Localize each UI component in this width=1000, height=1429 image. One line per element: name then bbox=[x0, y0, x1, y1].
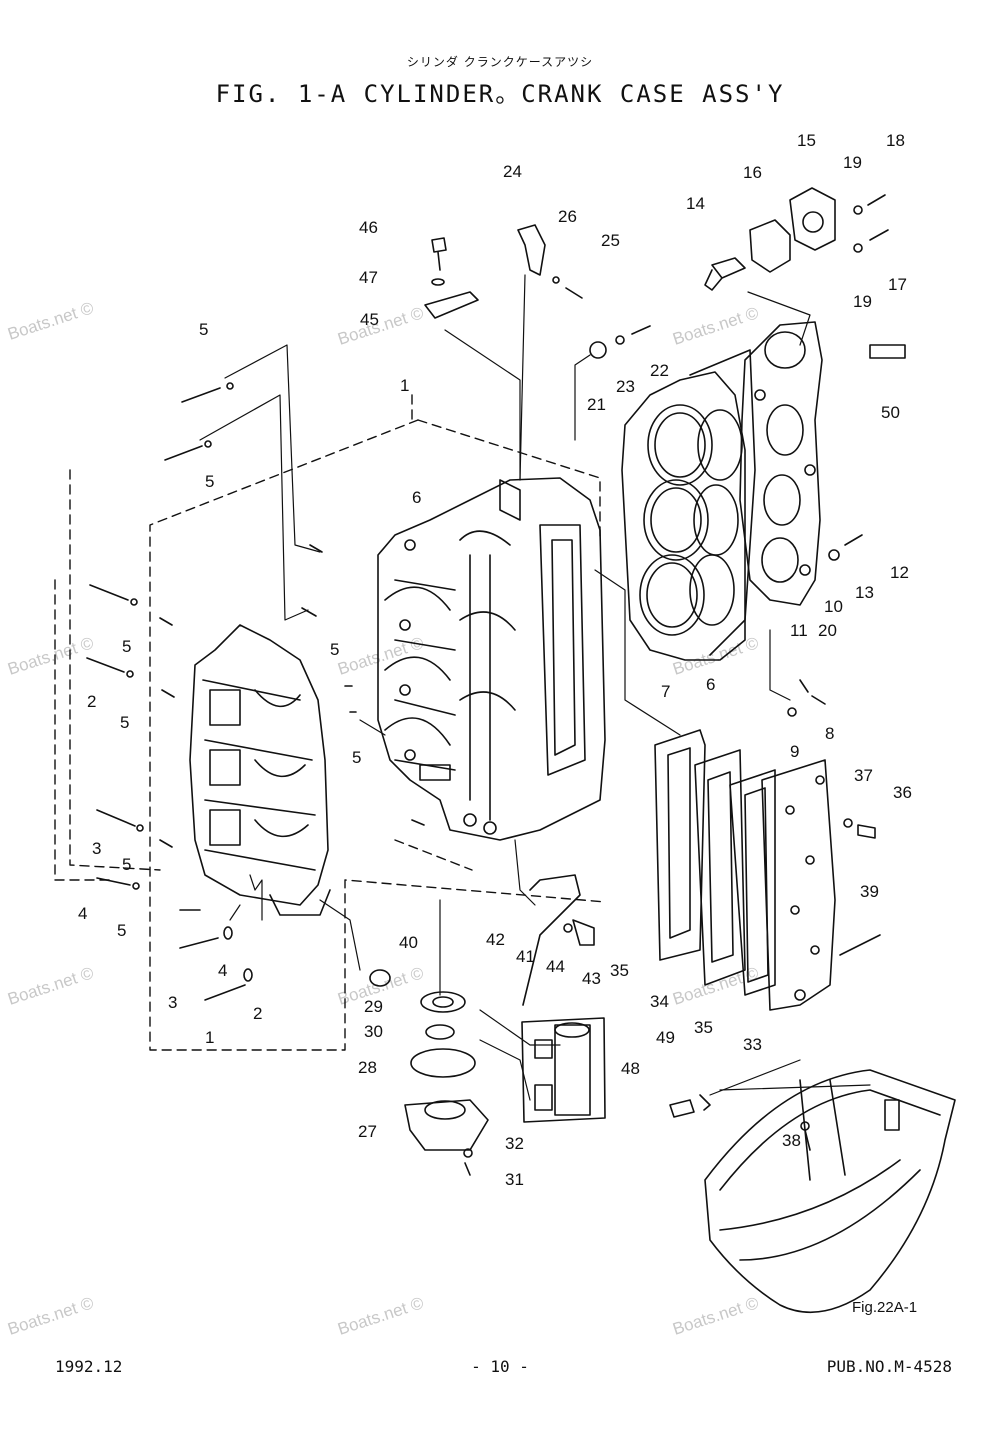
callout-38: 38 bbox=[782, 1131, 801, 1150]
callout-50: 50 bbox=[881, 403, 900, 422]
callout-30: 30 bbox=[364, 1022, 383, 1041]
subtitle-japanese: シリンダ クランクケースアツシ bbox=[406, 55, 594, 69]
callout-2: 2 bbox=[87, 692, 96, 711]
callout-45: 45 bbox=[360, 310, 379, 329]
callout-1: 1 bbox=[205, 1028, 214, 1047]
callout-8: 8 bbox=[825, 724, 834, 743]
cylinder-block bbox=[377, 477, 606, 841]
callout-3: 3 bbox=[168, 993, 177, 1012]
cylinder-head bbox=[739, 321, 823, 606]
callout-16: 16 bbox=[743, 163, 762, 182]
callout-46: 46 bbox=[359, 218, 378, 237]
callout-21: 21 bbox=[587, 395, 606, 414]
callout-33: 33 bbox=[743, 1035, 762, 1054]
leader-lines bbox=[199, 274, 871, 1101]
lower-cowling bbox=[704, 1069, 956, 1314]
callout-14: 14 bbox=[686, 194, 705, 213]
callout-28: 28 bbox=[358, 1058, 377, 1077]
crankcase-half bbox=[189, 624, 331, 916]
callout-49: 49 bbox=[656, 1028, 675, 1047]
callout-22: 22 bbox=[650, 361, 669, 380]
callout-23: 23 bbox=[616, 377, 635, 396]
callout-29: 29 bbox=[364, 997, 383, 1016]
figure-title: FIG. 1-A CYLINDER。CRANK CASE ASS'Y bbox=[215, 80, 785, 108]
callout-5: 5 bbox=[205, 472, 214, 491]
callout-18: 18 bbox=[886, 131, 905, 150]
callout-5: 5 bbox=[120, 713, 129, 732]
watermark: Boats.net © bbox=[335, 633, 426, 679]
callout-5: 5 bbox=[122, 637, 131, 656]
watermark: Boats.net © bbox=[5, 963, 96, 1009]
callout-6: 6 bbox=[706, 675, 715, 694]
callout-31: 31 bbox=[505, 1170, 524, 1189]
callout-48: 48 bbox=[621, 1059, 640, 1078]
fasteners bbox=[159, 224, 906, 1151]
callout-15: 15 bbox=[797, 131, 816, 150]
footer-date: 1992.12 bbox=[55, 1357, 123, 1376]
callout-5: 5 bbox=[199, 320, 208, 339]
callout-5: 5 bbox=[352, 748, 361, 767]
callout-12: 12 bbox=[890, 563, 909, 582]
callout-36: 36 bbox=[893, 783, 912, 802]
callout-5: 5 bbox=[330, 640, 339, 659]
callout-42: 42 bbox=[486, 930, 505, 949]
callout-39: 39 bbox=[860, 882, 879, 901]
callout-26: 26 bbox=[558, 207, 577, 226]
callout-19: 19 bbox=[853, 292, 872, 311]
watermark: Boats.net © bbox=[335, 303, 426, 349]
callout-19: 19 bbox=[843, 153, 862, 172]
callout-4: 4 bbox=[78, 904, 87, 923]
reference-note: Fig.22A-1 bbox=[852, 1299, 917, 1316]
callout-44: 44 bbox=[546, 957, 565, 976]
watermark: Boats.net © bbox=[670, 633, 761, 679]
callout-40: 40 bbox=[399, 933, 418, 952]
callout-5: 5 bbox=[122, 855, 131, 874]
callout-20: 20 bbox=[818, 621, 837, 640]
callout-9: 9 bbox=[790, 742, 799, 761]
footer-pub-number: PUB.NO.M-4528 bbox=[826, 1357, 952, 1376]
callout-37: 37 bbox=[854, 766, 873, 785]
callout-17: 17 bbox=[888, 275, 907, 294]
watermark: Boats.net © bbox=[670, 1293, 761, 1339]
head-gasket bbox=[621, 349, 756, 661]
callout-4: 4 bbox=[218, 961, 227, 980]
callout-2: 2 bbox=[253, 1004, 262, 1023]
dowel-pins bbox=[86, 382, 711, 1118]
callout-35: 35 bbox=[694, 1018, 713, 1037]
footer-page-number: - 10 - bbox=[471, 1357, 529, 1376]
callout-24: 24 bbox=[503, 162, 522, 181]
watermark: Boats.net © bbox=[5, 1293, 96, 1339]
bearing-seal-parts bbox=[369, 874, 606, 1176]
watermark: Boats.net © bbox=[5, 298, 96, 344]
callout-34: 34 bbox=[650, 992, 669, 1011]
callout-25: 25 bbox=[601, 231, 620, 250]
callout-27: 27 bbox=[358, 1122, 377, 1141]
callout-6: 6 bbox=[412, 488, 421, 507]
watermark: Boats.net © bbox=[5, 633, 96, 679]
callout-11: 11 bbox=[790, 621, 808, 640]
exhaust-covers bbox=[654, 729, 836, 1011]
callout-32: 32 bbox=[505, 1134, 524, 1153]
watermark: Boats.net © bbox=[335, 1293, 426, 1339]
callout-1: 1 bbox=[400, 376, 409, 395]
callout-labels: 1 1 2 2 3 3 4 4 5 5 5 5 5 5 5 5 6 6 7 8 … bbox=[78, 131, 917, 1316]
callout-10: 10 bbox=[824, 597, 843, 616]
thermostat-cover-parts bbox=[704, 187, 889, 291]
watermark: Boats.net © bbox=[670, 303, 761, 349]
callout-43: 43 bbox=[582, 969, 601, 988]
callout-5: 5 bbox=[117, 921, 126, 940]
callout-3: 3 bbox=[92, 839, 101, 858]
callout-7: 7 bbox=[661, 682, 670, 701]
callout-35: 35 bbox=[610, 961, 629, 980]
callout-41: 41 bbox=[516, 947, 535, 966]
callout-47: 47 bbox=[359, 268, 378, 287]
callout-13: 13 bbox=[855, 583, 874, 602]
assembly-outline bbox=[54, 394, 607, 1051]
